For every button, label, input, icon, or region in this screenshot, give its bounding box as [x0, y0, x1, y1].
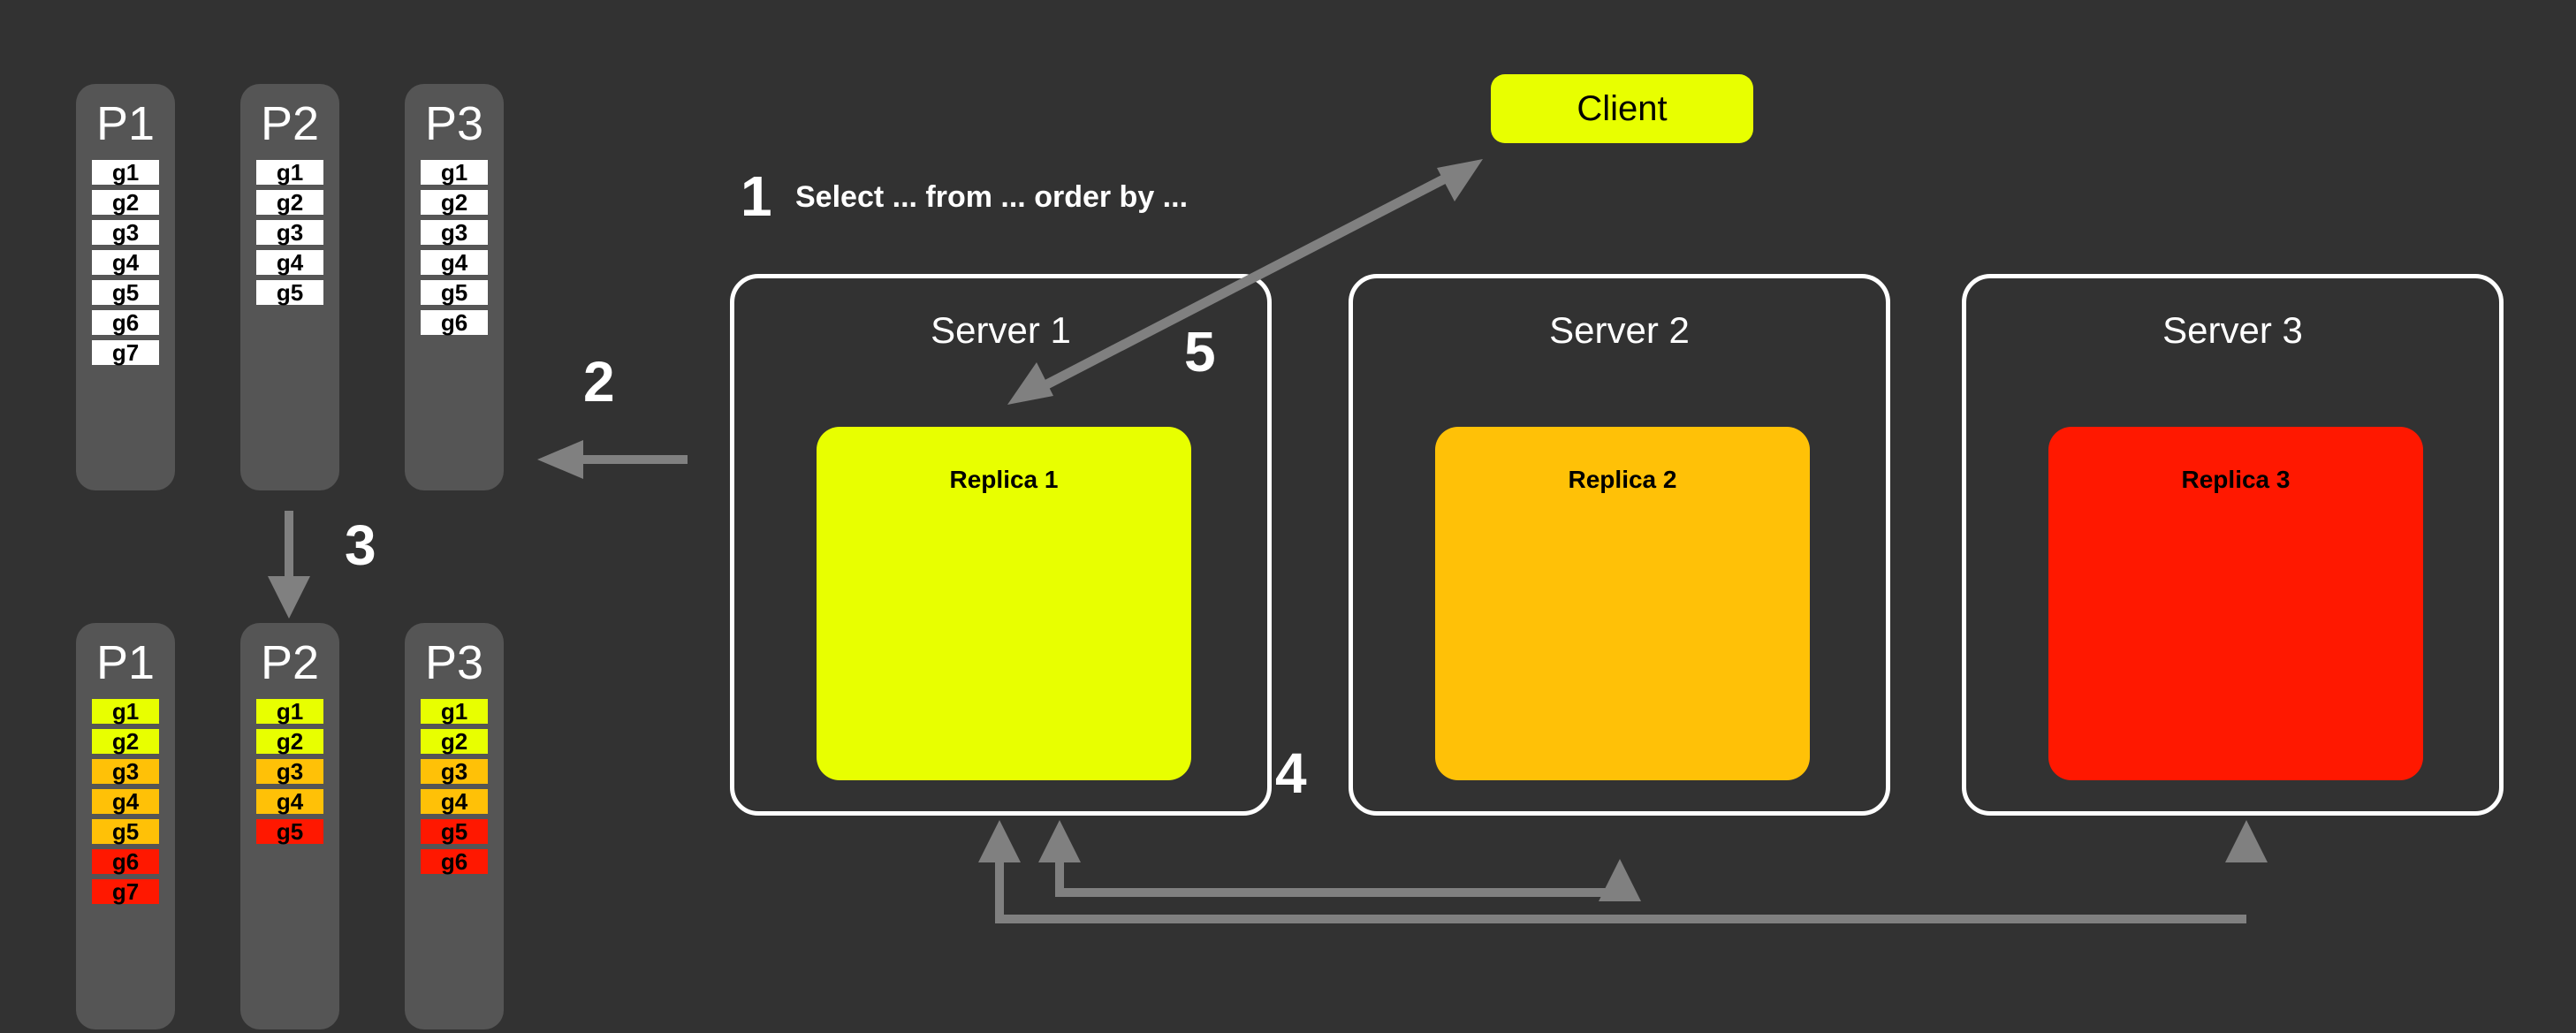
step-4-number: 4	[1275, 741, 1307, 805]
top-partition-p1: P1 g1 g2 g3 g4 g5 g6 g7	[76, 84, 175, 490]
partition-title: P2	[260, 97, 320, 150]
partition-cell: g6	[421, 849, 488, 874]
partition-cell: g3	[256, 220, 323, 245]
partition-cell: g6	[92, 310, 159, 335]
top-partition-p2: P2 g1 g2 g3 g4 g5	[240, 84, 339, 490]
step-4-arrow-from-server-2	[1038, 820, 1641, 901]
partition-title: P3	[424, 636, 484, 689]
bottom-partition-p3: P3 g1 g2 g3 g4 g5 g6	[405, 623, 504, 1029]
replica-2[interactable]: Replica 2	[1435, 427, 1810, 780]
partition-cell: g5	[92, 819, 159, 844]
partition-cell: g1	[256, 699, 323, 724]
cell-stack: g1 g2 g3 g4 g5	[240, 699, 339, 844]
partition-cell: g4	[92, 789, 159, 814]
cell-stack: g1 g2 g3 g4 g5	[240, 160, 339, 305]
partition-title: P1	[95, 97, 156, 150]
client-box[interactable]: Client	[1491, 74, 1753, 143]
replica-3[interactable]: Replica 3	[2048, 427, 2423, 780]
partition-cell: g7	[92, 340, 159, 365]
partition-cell: g3	[92, 220, 159, 245]
step-2-arrow	[537, 440, 688, 479]
partition-cell: g3	[256, 759, 323, 784]
partition-cell: g2	[256, 729, 323, 754]
step-4-arrow-from-server-3	[978, 820, 2268, 923]
partition-cell: g5	[421, 280, 488, 305]
partition-cell: g5	[256, 280, 323, 305]
server-1-box[interactable]: Server 1 Replica 1	[730, 274, 1272, 816]
partition-cell: g4	[256, 789, 323, 814]
cell-stack: g1 g2 g3 g4 g5 g6	[405, 160, 504, 335]
partition-cell: g5	[421, 819, 488, 844]
step-1-number: 1	[741, 164, 772, 228]
partition-title: P2	[260, 636, 320, 689]
partition-cell: g1	[256, 160, 323, 185]
replica-3-label: Replica 3	[2181, 466, 2291, 493]
partition-title: P1	[95, 636, 156, 689]
cell-stack: g1 g2 g3 g4 g5 g6 g7	[76, 699, 175, 904]
step-3-number: 3	[345, 513, 376, 577]
partition-cell: g3	[92, 759, 159, 784]
step-2-number: 2	[583, 350, 615, 414]
bottom-partition-p1: P1 g1 g2 g3 g4 g5 g6 g7	[76, 623, 175, 1029]
bottom-partition-p2: P2 g1 g2 g3 g4 g5	[240, 623, 339, 1029]
partition-cell: g1	[421, 699, 488, 724]
partition-cell: g4	[92, 250, 159, 275]
partition-cell: g2	[92, 190, 159, 215]
partition-cell: g5	[92, 280, 159, 305]
replica-1-label: Replica 1	[949, 466, 1059, 493]
server-3-title: Server 3	[2162, 309, 2303, 351]
client-label: Client	[1577, 89, 1668, 128]
partition-cell: g1	[421, 160, 488, 185]
partition-cell: g6	[92, 849, 159, 874]
partition-cell: g1	[92, 160, 159, 185]
server-3-box[interactable]: Server 3 Replica 3	[1962, 274, 2504, 816]
partition-cell: g4	[421, 789, 488, 814]
replica-1[interactable]: Replica 1	[817, 427, 1191, 780]
cell-stack: g1 g2 g3 g4 g5 g6	[405, 699, 504, 874]
partition-cell: g1	[92, 699, 159, 724]
step-5-number: 5	[1184, 320, 1216, 384]
partition-cell: g2	[421, 190, 488, 215]
partition-cell: g2	[92, 729, 159, 754]
partition-cell: g3	[421, 759, 488, 784]
partition-cell: g2	[256, 190, 323, 215]
step-1-caption: Select ... from ... order by ...	[795, 180, 1189, 214]
partition-cell: g6	[421, 310, 488, 335]
partition-title: P3	[424, 97, 484, 150]
top-partition-p3: P3 g1 g2 g3 g4 g5 g6	[405, 84, 504, 490]
partition-cell: g2	[421, 729, 488, 754]
partition-cell: g5	[256, 819, 323, 844]
partition-cell: g3	[421, 220, 488, 245]
step-3-arrow	[268, 511, 310, 619]
server-2-title: Server 2	[1549, 309, 1690, 351]
server-2-box[interactable]: Server 2 Replica 2	[1349, 274, 1890, 816]
partition-cell: g4	[421, 250, 488, 275]
partition-cell: g7	[92, 879, 159, 904]
cell-stack: g1 g2 g3 g4 g5 g6 g7	[76, 160, 175, 365]
replica-2-label: Replica 2	[1568, 466, 1677, 493]
partition-cell: g4	[256, 250, 323, 275]
